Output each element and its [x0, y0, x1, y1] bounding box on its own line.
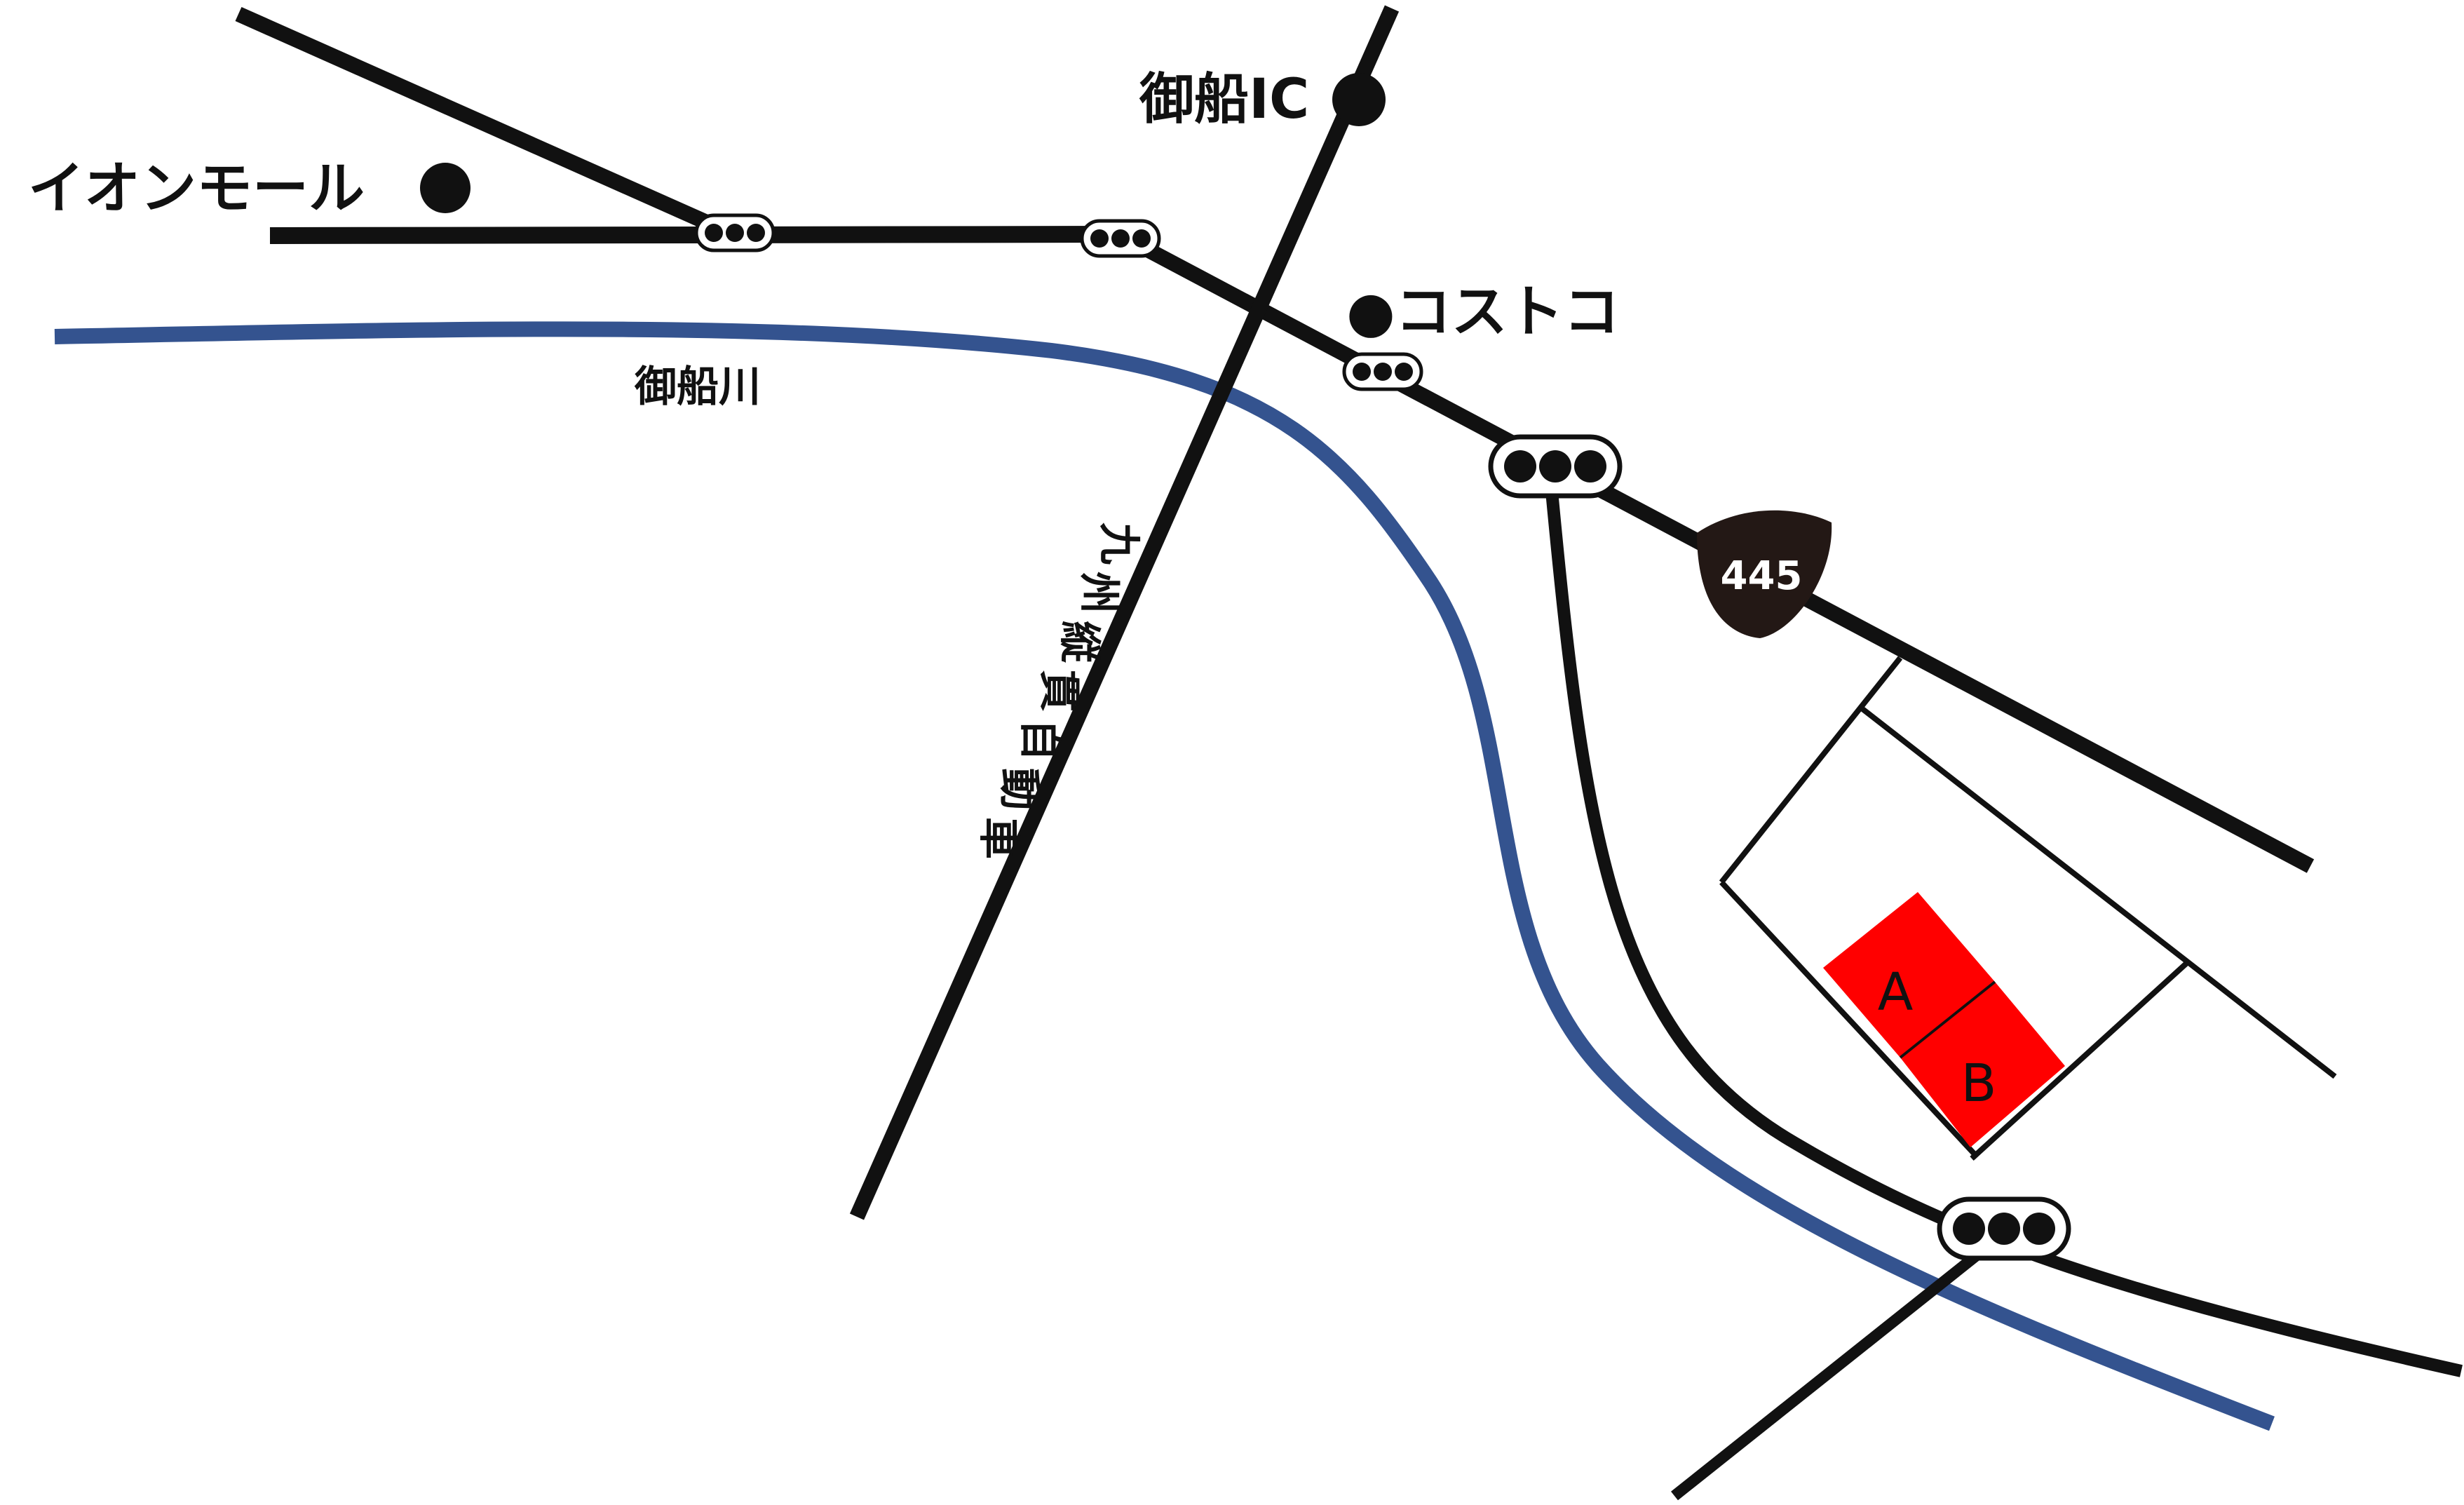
expressway-label: 九 州 縦 貫 自 動 車: [974, 522, 1143, 859]
route-shield-icon: 445: [1697, 510, 1832, 638]
expressway-char: 貫: [1034, 670, 1083, 712]
lot-b[interactable]: [1900, 982, 2065, 1147]
road-bottom-left: [1671, 1226, 2011, 1501]
lot-outline: [1719, 656, 2337, 1161]
mifune-ic-label: 御船IC: [1139, 68, 1309, 131]
road-diagonal-aeon: [235, 6, 738, 243]
road-horizontal: [269, 226, 1119, 244]
lot-a-label: A: [1878, 962, 1914, 1023]
parking-lot[interactable]: A B: [1823, 892, 2065, 1147]
expressway-char: 自: [1015, 719, 1064, 761]
road-expressway: [849, 5, 1400, 1220]
road-curve: [1545, 483, 2463, 1377]
traffic-light-icon: [1488, 434, 1623, 499]
traffic-light-icon: [1937, 1196, 2071, 1261]
expressway-char: 九: [1094, 522, 1143, 565]
lot-divider: [1899, 980, 1996, 1059]
dot-icon: [1332, 73, 1386, 126]
expressway-char: 縦: [1055, 621, 1104, 663]
expressway-char: 動: [994, 768, 1043, 810]
traffic-light-icon: [1080, 219, 1161, 258]
expressway-char: 州: [1074, 572, 1123, 614]
dot-icon: [420, 163, 471, 213]
route-number: 445: [1721, 553, 1803, 599]
river-line: [54, 321, 2275, 1431]
expressway-char: 車: [974, 817, 1023, 859]
costco-label: ●コストコ: [1346, 279, 1620, 344]
river-label: 御船川: [634, 363, 761, 412]
traffic-light-icon: [694, 213, 776, 252]
traffic-light-icon: [1342, 352, 1423, 391]
lot-b-label: B: [1961, 1053, 1997, 1114]
aeon-mall-label: イオンモール: [28, 156, 365, 221]
